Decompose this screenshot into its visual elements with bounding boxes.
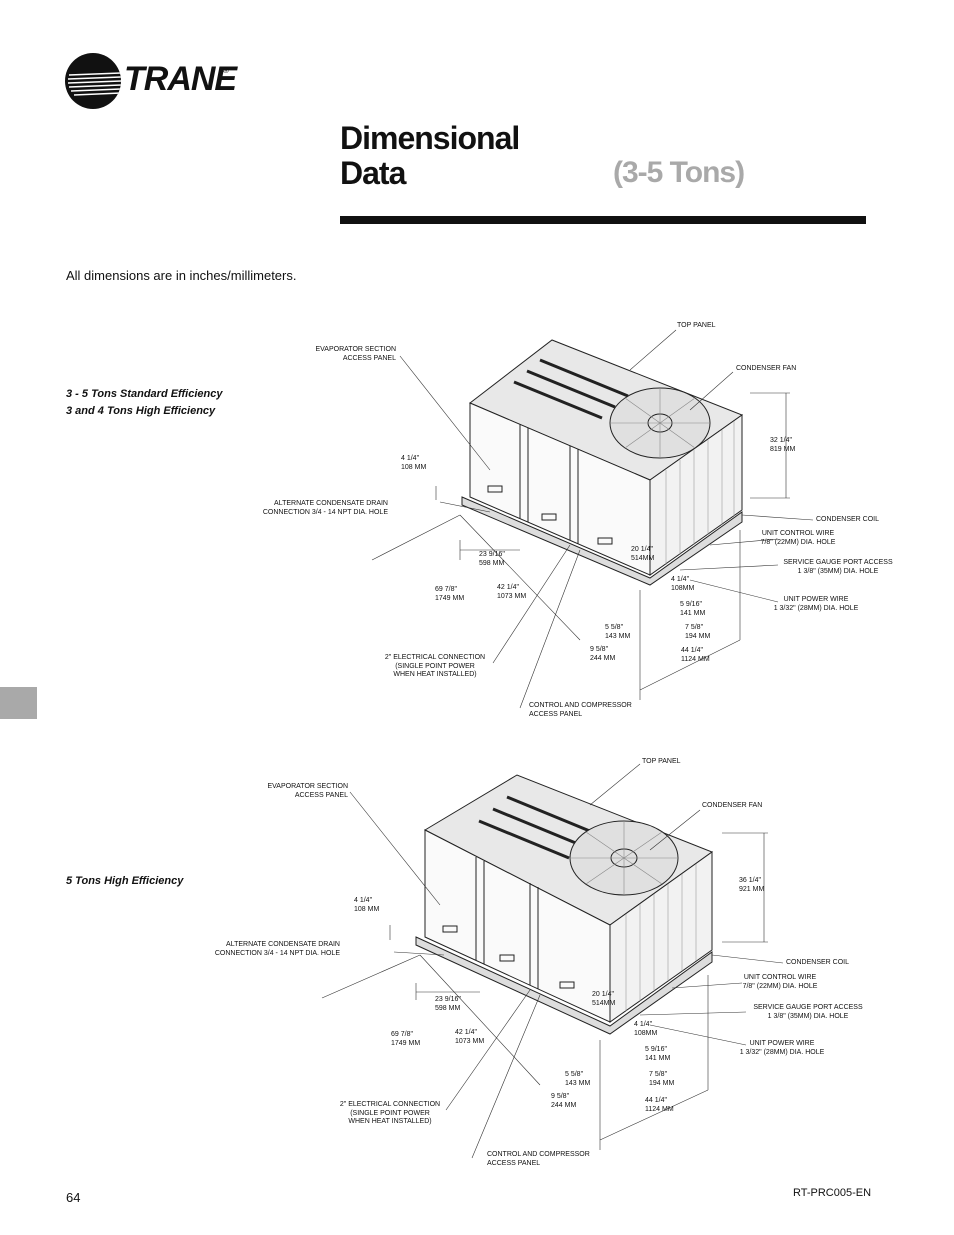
d1-dim-7-label: 7 5/8" 194 MM bbox=[685, 624, 711, 640]
diagram1-caption: 3 - 5 Tons Standard Efficiency 3 and 4 T… bbox=[66, 386, 223, 420]
title-rule bbox=[340, 216, 866, 224]
d1-base-height-label: 4 1/4" 108 MM bbox=[401, 455, 427, 471]
d2-dim-23-label: 23 9/16" 598 MM bbox=[435, 996, 461, 1012]
d2-dim-5-5-label: 5 5/8" 143 MM bbox=[565, 1071, 591, 1087]
d2-unit-power-wire-label: UNIT POWER WIRE 1 3/32" (28MM) DIA. HOLE bbox=[739, 1040, 825, 1056]
d2-dim-4-right-label: 4 1/4" 108MM bbox=[634, 1021, 658, 1037]
d1-evap-access-label: EVAPORATOR SECTION ACCESS PANEL bbox=[315, 346, 396, 362]
trane-logo-icon bbox=[65, 53, 121, 109]
d2-height-label: 36 1/4" 921 MM bbox=[739, 877, 765, 893]
page-number: 64 bbox=[66, 1190, 81, 1205]
d2-evap-access-label: EVAPORATOR SECTION ACCESS PANEL bbox=[267, 783, 348, 799]
d1-control-access-label: CONTROL AND COMPRESSOR ACCESS PANEL bbox=[529, 702, 632, 718]
d1-condenser-coil-label: CONDENSER COIL bbox=[816, 516, 880, 523]
d1-electrical-label: 2" ELECTRICAL CONNECTION (SINGLE POINT P… bbox=[384, 654, 486, 678]
d1-dim-9-label: 9 5/8" 244 MM bbox=[590, 646, 616, 662]
d1-dim-69-label: 69 7/8" 1749 MM bbox=[435, 586, 465, 602]
intro-note: All dimensions are in inches/millimeters… bbox=[66, 268, 297, 283]
d1-top-panel-label: TOP PANEL bbox=[677, 322, 716, 329]
d1-alt-drain-label: ALTERNATE CONDENSATE DRAIN CONNECTION 3/… bbox=[262, 500, 388, 516]
d2-unit-control-wire-label: UNIT CONTROL WIRE 7/8" (22MM) DIA. HOLE bbox=[742, 974, 818, 990]
title-line-1: Dimensional bbox=[340, 120, 520, 156]
title-line-2: Data bbox=[340, 155, 406, 191]
d2-top-panel-label: TOP PANEL bbox=[642, 758, 681, 765]
d2-dim-20-label: 20 1/4" 514MM bbox=[592, 991, 616, 1007]
document-id: RT-PRC005-EN bbox=[793, 1187, 872, 1199]
d1-dim-5-5-label: 5 5/8" 143 MM bbox=[605, 624, 631, 640]
d1-dim-44-label: 44 1/4" 1124 MM bbox=[681, 647, 710, 663]
d2-condenser-fan-label: CONDENSER FAN bbox=[702, 802, 763, 809]
d1-condenser-fan-label: CONDENSER FAN bbox=[736, 365, 797, 372]
d1-dim-5-9-label: 5 9/16" 141 MM bbox=[680, 601, 706, 617]
d2-dim-7-label: 7 5/8" 194 MM bbox=[649, 1071, 675, 1087]
registered-mark: ® bbox=[223, 66, 229, 75]
d1-height-label: 32 1/4" 819 MM bbox=[770, 437, 796, 453]
d1-dim-20-label: 20 1/4" 514MM bbox=[631, 546, 655, 562]
d2-alt-drain-label: ALTERNATE CONDENSATE DRAIN CONNECTION 3/… bbox=[214, 941, 340, 957]
d2-electrical-label: 2" ELECTRICAL CONNECTION (SINGLE POINT P… bbox=[339, 1101, 441, 1125]
d1-unit-control-wire-label: UNIT CONTROL WIRE 7/8" (22MM) DIA. HOLE bbox=[760, 530, 836, 546]
d1-unit-power-wire-label: UNIT POWER WIRE 1 3/32" (28MM) DIA. HOLE bbox=[773, 596, 859, 612]
d2-control-access-label: CONTROL AND COMPRESSOR ACCESS PANEL bbox=[487, 1151, 590, 1167]
d2-base-height-label: 4 1/4" 108 MM bbox=[354, 897, 380, 913]
page-subtitle: (3-5 Tons) bbox=[613, 156, 745, 189]
diagram1-caption-line2: 3 and 4 Tons High Efficiency bbox=[66, 405, 216, 417]
diagram1-caption-line1: 3 - 5 Tons Standard Efficiency bbox=[66, 388, 223, 400]
d2-dim-9-label: 9 5/8" 244 MM bbox=[551, 1093, 577, 1109]
d2-dim-42-label: 42 1/4" 1073 MM bbox=[455, 1029, 485, 1045]
section-tab bbox=[0, 687, 37, 719]
d2-dim-5-9-label: 5 9/16" 141 MM bbox=[645, 1046, 671, 1062]
d2-dim-44-label: 44 1/4" 1124 MM bbox=[645, 1097, 674, 1113]
d1-dim-42-label: 42 1/4" 1073 MM bbox=[497, 584, 527, 600]
d1-dim-4-right-label: 4 1/4" 108MM bbox=[671, 576, 695, 592]
d1-dim-23-label: 23 9/16" 598 MM bbox=[479, 551, 505, 567]
brand-wordmark: TRANE bbox=[124, 60, 237, 98]
d2-dim-69-label: 69 7/8" 1749 MM bbox=[391, 1031, 421, 1047]
d2-condenser-coil-label: CONDENSER COIL bbox=[786, 959, 850, 966]
diagram2-caption: 5 Tons High Efficiency bbox=[66, 875, 184, 887]
page-title: Dimensional Data bbox=[340, 120, 520, 191]
d2-service-gauge-label: SERVICE GAUGE PORT ACCESS 1 3/8" (35MM) … bbox=[753, 1004, 863, 1020]
d1-service-gauge-label: SERVICE GAUGE PORT ACCESS 1 3/8" (35MM) … bbox=[783, 559, 893, 575]
